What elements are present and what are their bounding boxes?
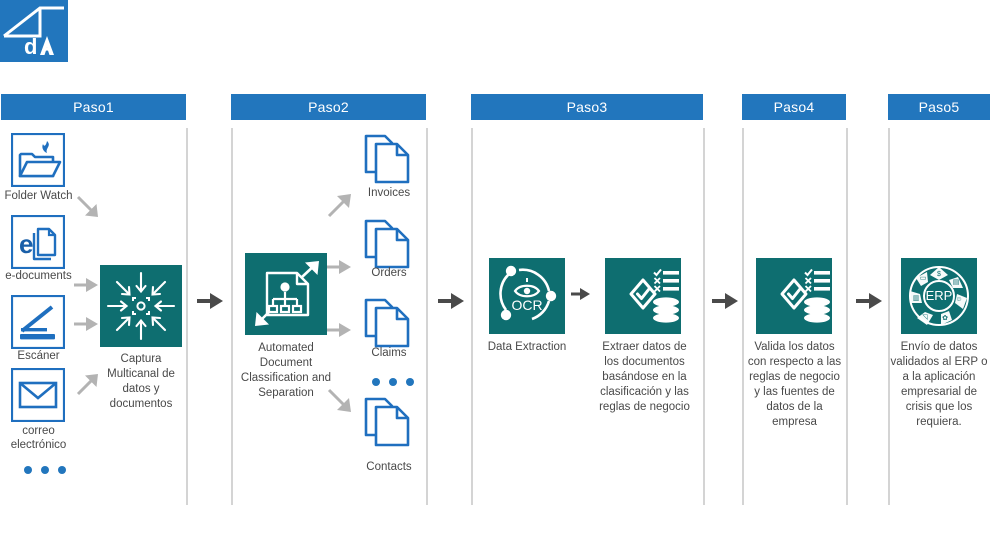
arrow-down-right-folder (74, 193, 104, 223)
extraction-rules-caption: Extraer datos de los documentos basándos… (592, 340, 697, 415)
step1-more-dots (24, 466, 66, 474)
step-header-paso4[interactable]: Paso4 (742, 94, 846, 120)
svg-text:▭: ▭ (920, 275, 927, 282)
validation-line2: con respecto a las (747, 356, 842, 368)
extraction-rules-line3: basándose en la (602, 371, 687, 383)
svg-text:▥: ▥ (913, 295, 920, 302)
svg-text:$: $ (937, 271, 941, 278)
main-arrow-4 (855, 288, 887, 314)
output-label-orders: Orders (371, 267, 407, 279)
extraction-rules-line4: clasificación y las (600, 386, 689, 398)
svg-text:▤: ▤ (953, 279, 960, 286)
validate-rules-database-icon-step3 (605, 258, 681, 334)
source-label-email-line1: correo (22, 425, 55, 437)
erp-line5: crisis que los (905, 401, 973, 413)
capture-caption-line4: documentos (109, 398, 173, 410)
column-divider-3 (426, 128, 428, 505)
step2-more-dots (372, 378, 414, 386)
step-header-paso1[interactable]: Paso1 (1, 94, 186, 120)
multichannel-capture-icon (100, 265, 182, 347)
step3-inner-arrow (570, 283, 596, 305)
column-divider-4 (471, 128, 473, 505)
validation-line5: datos de la (766, 401, 823, 413)
capture-caption-line3: datos y (122, 383, 160, 395)
scanner-icon (11, 295, 65, 349)
validation-line1: Valida los datos (754, 341, 835, 353)
classification-caption-line4: Separation (258, 387, 314, 399)
classification-caption-line1: Automated (258, 342, 314, 354)
capture-caption: Captura Multicanal de datos y documentos (90, 352, 192, 412)
svg-text:✿: ✿ (942, 315, 948, 322)
column-divider-5 (703, 128, 705, 505)
erp-line3: a la aplicación (902, 371, 976, 383)
da-logo: d (0, 0, 68, 62)
ocr-data-extraction-icon: OCR (489, 258, 565, 334)
column-divider-2 (231, 128, 233, 505)
validation-caption: Valida los datos con respecto a las regl… (743, 340, 846, 430)
source-label-folder-watch: Folder Watch (4, 190, 73, 202)
validation-line4: y las fuentes de (754, 386, 835, 398)
erp-cycle-icon: $ ▤ ☺ ✿ ◹ ▥ ▭ ERP (901, 258, 977, 334)
validate-rules-database-icon-step4 (756, 258, 832, 334)
extraction-rules-line1: Extraer datos de (602, 341, 687, 353)
main-arrow-1 (196, 288, 228, 314)
column-divider-7 (846, 128, 848, 505)
main-arrow-2 (437, 288, 469, 314)
folder-watch-icon (11, 133, 65, 187)
arrow-right-edocs (72, 273, 106, 297)
branch-arrow-orders (325, 255, 359, 279)
source-label-email-line2: electrónico (10, 439, 67, 451)
arrow-up-right-email (74, 370, 104, 400)
erp-line4: empresarial de (900, 386, 978, 398)
e-documents-icon: e (11, 215, 65, 269)
branch-arrow-claims (325, 318, 359, 342)
erp-line2: validados al ERP o (890, 356, 988, 368)
arrow-right-scanner (72, 312, 106, 336)
extraction-rules-line2: los documentos (604, 356, 685, 368)
erp-line1: Envío de datos (900, 341, 978, 353)
capture-caption-line2: Multicanal de (107, 368, 175, 380)
step-header-paso5[interactable]: Paso5 (888, 94, 990, 120)
output-label-claims: Claims (371, 347, 407, 359)
email-icon (11, 368, 65, 422)
validation-line3: reglas de negocio (749, 371, 840, 383)
document-classification-icon (245, 253, 327, 335)
classification-caption: Automated Document Classification and Se… (232, 341, 340, 401)
column-divider-1 (186, 128, 188, 505)
step-header-paso2[interactable]: Paso2 (231, 94, 426, 120)
erp-line6: requiera. (916, 416, 962, 428)
validation-line6: empresa (772, 416, 817, 428)
data-extraction-label: Data Extraction (487, 341, 567, 353)
erp-caption: Envío de datos validados al ERP o a la a… (888, 340, 990, 430)
output-label-invoices: Invoices (367, 187, 411, 199)
source-label-e-documents: e-documents (5, 270, 72, 282)
output-label-contacts: Contacts (366, 461, 412, 473)
branch-arrow-contacts (325, 385, 357, 417)
source-label-email: correo electrónico (0, 424, 77, 452)
documents-icon-invoices (363, 133, 415, 185)
erp-badge-text: ERP (926, 288, 953, 303)
svg-text:e: e (19, 229, 33, 259)
main-arrow-3 (711, 288, 743, 314)
column-divider-6 (742, 128, 744, 505)
documents-icon-claims (363, 297, 415, 349)
step-header-paso3[interactable]: Paso3 (471, 94, 703, 120)
documents-icon-orders (363, 218, 415, 270)
capture-caption-line1: Captura (120, 353, 162, 365)
svg-text:◹: ◹ (922, 314, 928, 321)
column-divider-8 (888, 128, 890, 505)
documents-icon-contacts (363, 396, 415, 448)
svg-text:d: d (24, 34, 37, 59)
classification-caption-line3: Classification and (240, 372, 332, 384)
branch-arrow-invoices (325, 190, 357, 222)
classification-caption-line2: Document (259, 357, 313, 369)
source-label-scanner: Escáner (17, 350, 60, 362)
svg-text:OCR: OCR (511, 297, 542, 313)
extraction-rules-line5: reglas de negocio (599, 401, 690, 413)
svg-text:☺: ☺ (955, 296, 962, 303)
